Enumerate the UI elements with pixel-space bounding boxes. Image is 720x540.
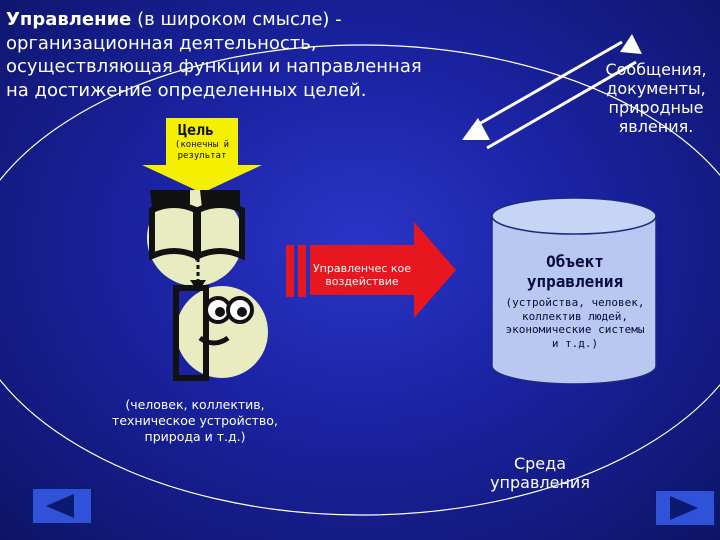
book-icon — [147, 190, 245, 292]
nav-next-button[interactable] — [655, 490, 715, 526]
environment-ellipse — [0, 44, 720, 516]
goal-arrow — [142, 118, 262, 193]
nav-next-button-shape — [654, 489, 716, 527]
environment-label: Среда управления — [490, 454, 590, 492]
nav-prev-button[interactable] — [32, 488, 92, 524]
messages-label: Сообщения, документы, природные явления. — [605, 60, 707, 136]
definition-rest: (в широком смысле) - организационная дея… — [6, 9, 422, 101]
object-cylinder — [491, 197, 657, 385]
object-description: (устройства, человек, коллектив людей, э… — [505, 296, 645, 350]
head-icon — [173, 285, 268, 381]
nav-prev-button-shape — [31, 487, 93, 525]
definition-term: Управление — [6, 9, 132, 30]
impact-arrow — [286, 222, 456, 318]
subject-description: (человек, коллектив, техническое устройс… — [112, 397, 278, 444]
impact-label: Управленчес кое воздействие — [312, 262, 412, 288]
goal-title: Цель — [178, 121, 215, 139]
goal-subtitle: (конечны й результат — [174, 140, 230, 161]
definition-text: Управление (в широком смысле) - организа… — [6, 8, 436, 102]
messages-double-arrow — [462, 34, 642, 150]
object-title: Объект управления — [526, 252, 624, 291]
